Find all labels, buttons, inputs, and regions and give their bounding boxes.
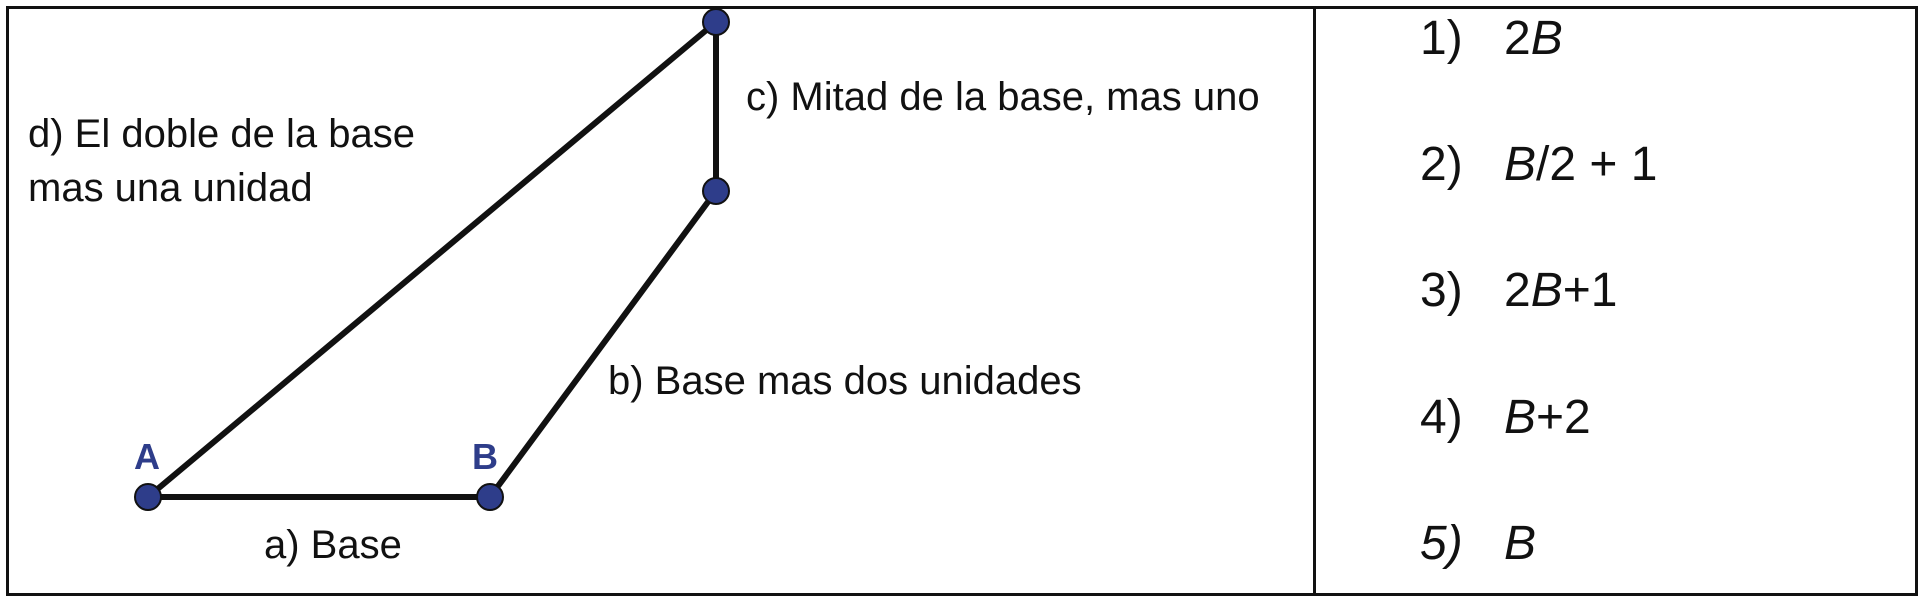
option-suffix: /2 + 1 (1536, 138, 1658, 191)
option-number: 1) (1420, 12, 1463, 65)
option-variable: B (1530, 264, 1563, 317)
option-1: 1) 2B (1420, 11, 1563, 66)
option-variable: B (1504, 391, 1537, 444)
vertex-b (476, 483, 504, 511)
point-label-a: A (134, 436, 160, 477)
vertex-a (134, 483, 162, 511)
option-variable: B (1504, 517, 1537, 570)
edge-b (487, 188, 719, 500)
option-3: 3) 2B+1 (1420, 263, 1617, 318)
option-suffix: +1 (1562, 264, 1618, 317)
option-prefix: 2 (1504, 264, 1531, 317)
option-variable: B (1504, 138, 1537, 191)
option-number: 4) (1420, 391, 1463, 444)
label-a-base: a) Base (264, 523, 402, 567)
label-b: b) Base mas dos unidades (608, 359, 1082, 403)
option-variable: B (1530, 12, 1563, 65)
option-number: 2) (1420, 138, 1463, 191)
option-suffix: +2 (1536, 391, 1591, 444)
option-5: 5) B (1420, 516, 1536, 571)
option-prefix: 2 (1504, 12, 1531, 65)
label-c: c) Mitad de la base, mas uno (746, 75, 1260, 119)
vertex-top-right (702, 177, 730, 205)
vertex-top (702, 8, 730, 36)
table-frame (6, 6, 1918, 596)
column-divider (1313, 6, 1316, 596)
option-2: 2) B/2 + 1 (1420, 137, 1657, 192)
option-number: 5) (1420, 517, 1463, 570)
label-d-line1: d) El doble de la base (28, 112, 415, 156)
point-label-b: B (472, 436, 498, 477)
edge-d (145, 19, 719, 500)
option-number: 3) (1420, 264, 1463, 317)
option-4: 4) B+2 (1420, 390, 1591, 445)
label-d-line2: mas una unidad (28, 166, 313, 210)
